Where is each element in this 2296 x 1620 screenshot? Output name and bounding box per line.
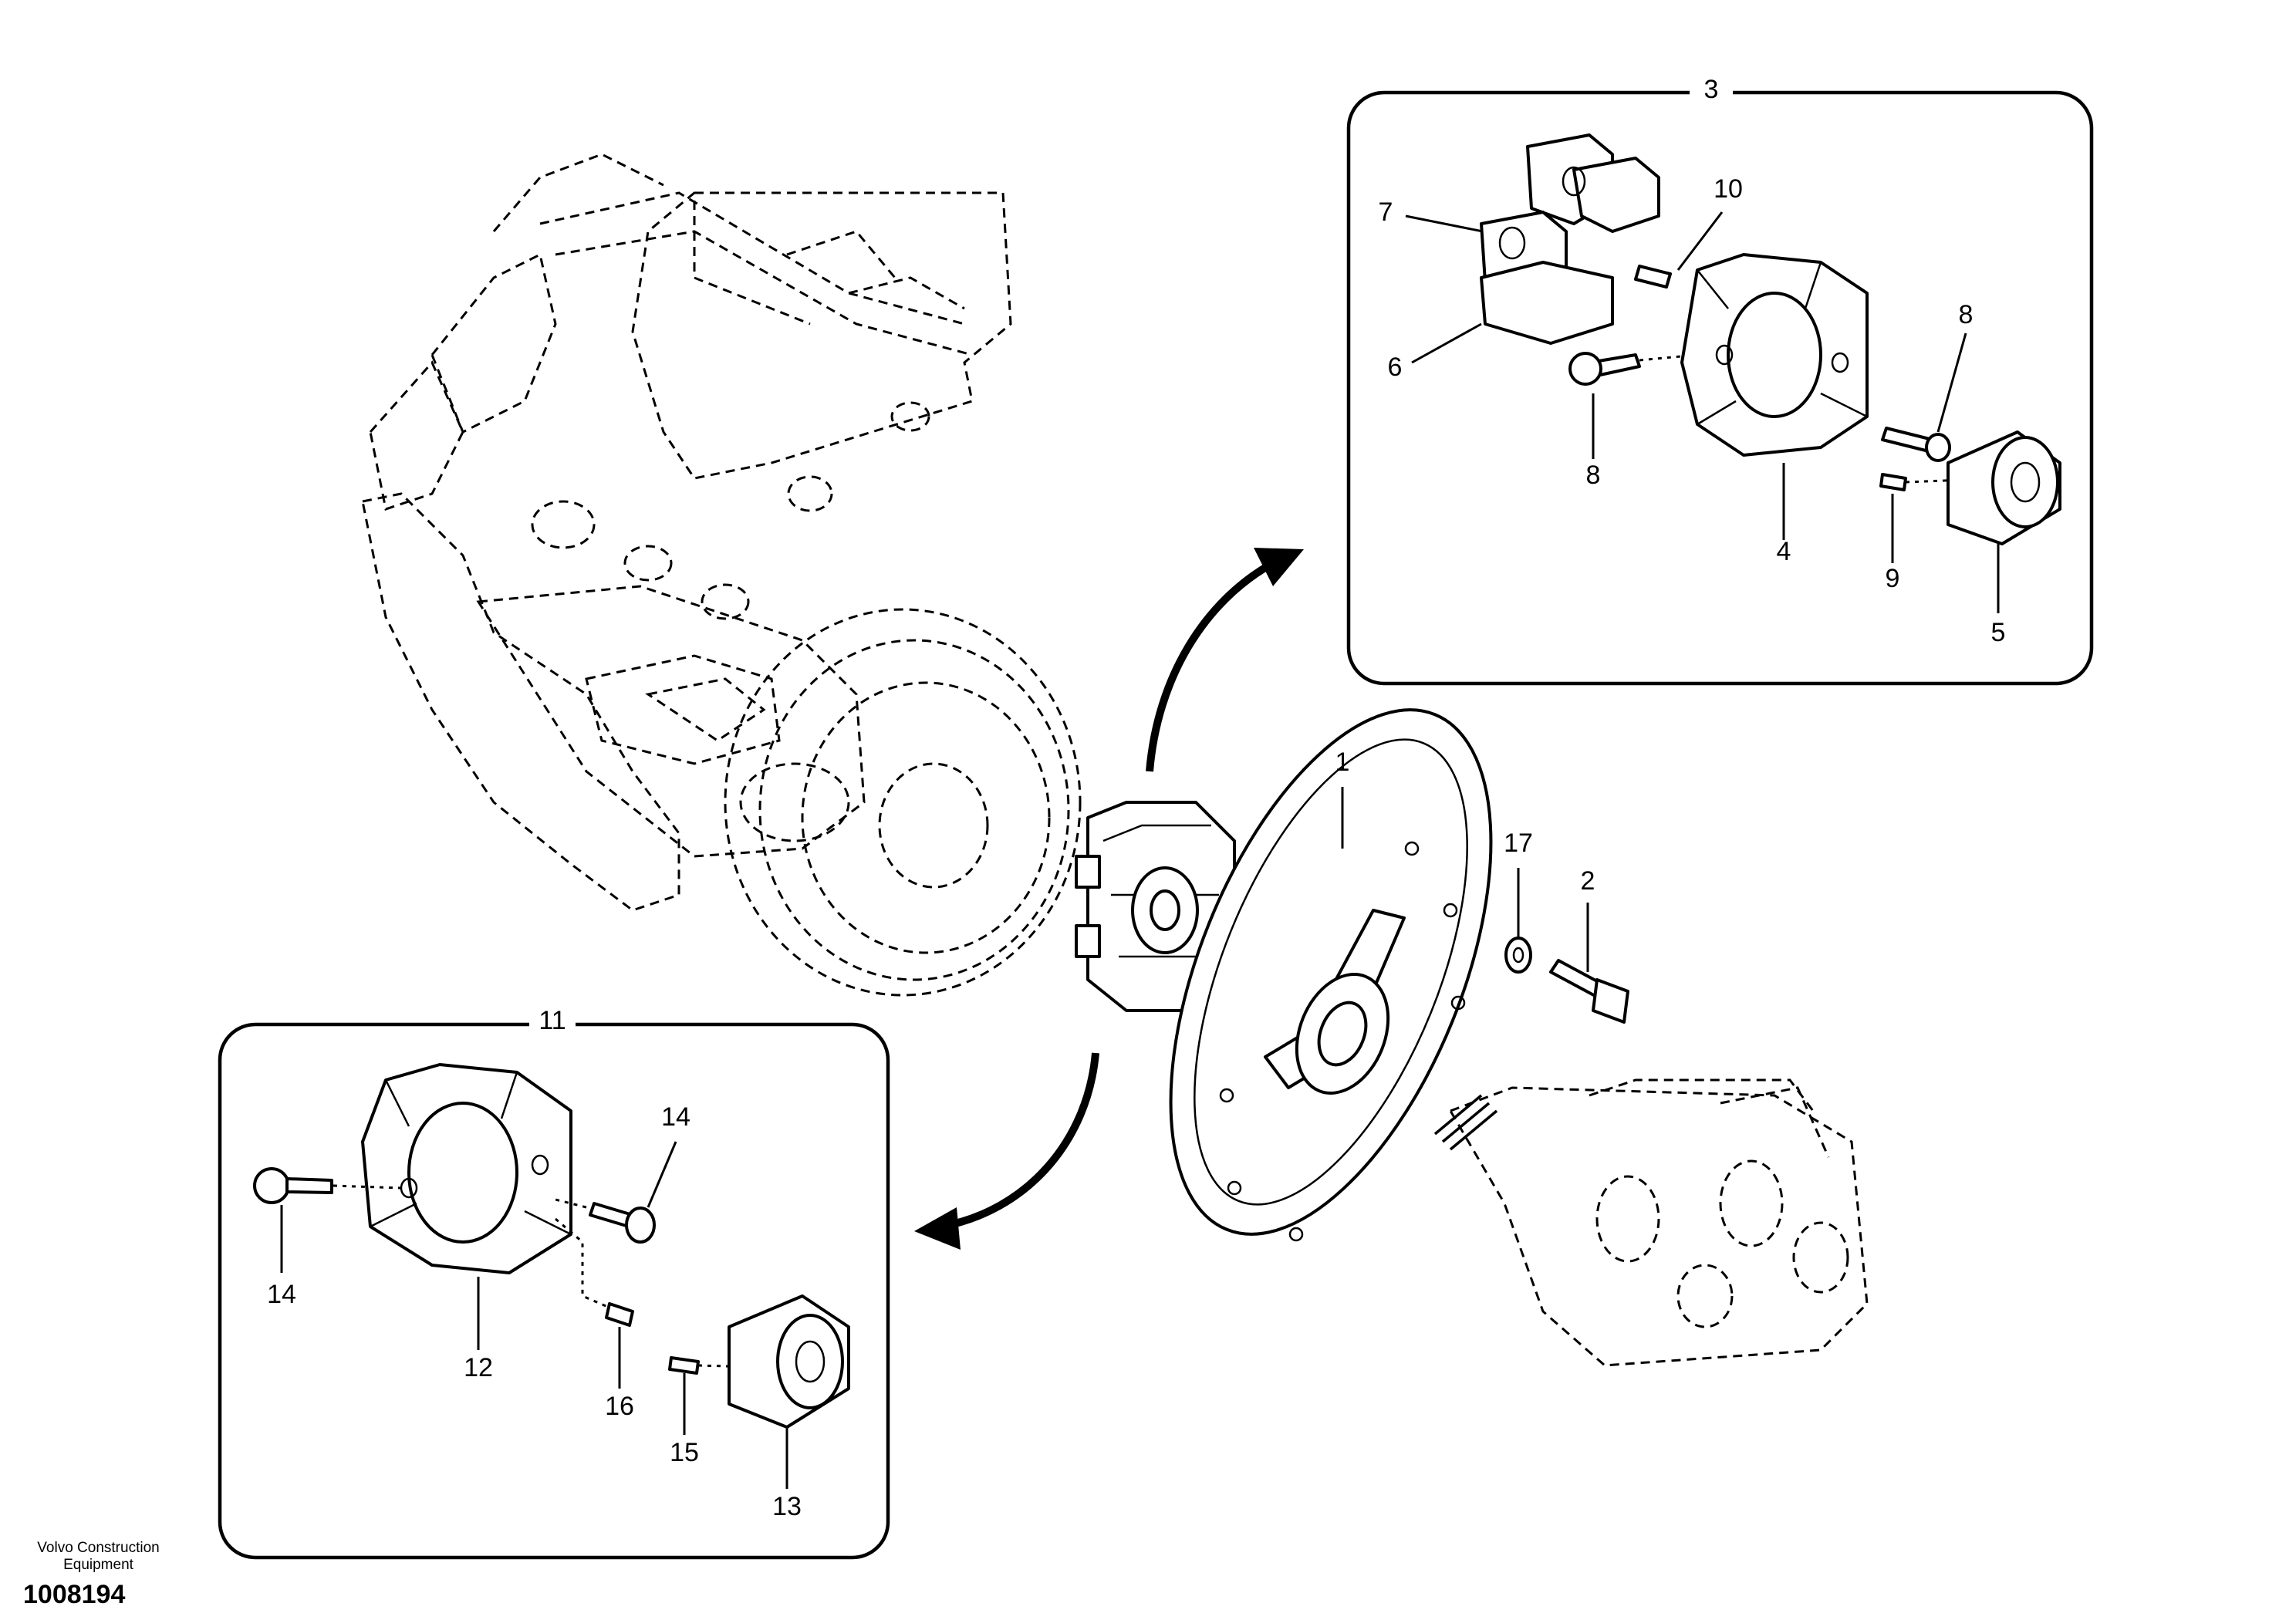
callout-5: 5 — [1991, 618, 2006, 647]
arrow-to-detail-3 — [1146, 548, 1304, 772]
detail-3-leaders — [1405, 211, 2000, 613]
flange-plate — [1169, 708, 1493, 1242]
callout-14-left: 14 — [267, 1280, 296, 1309]
bolt — [1549, 959, 1629, 1024]
company-name-line2: Equipment — [63, 1557, 133, 1573]
callout-10: 10 — [1714, 174, 1743, 204]
detail-11-leaders — [280, 1141, 788, 1489]
detail-3-parts — [1480, 133, 2061, 545]
arrow-to-detail-11 — [914, 1052, 1099, 1250]
callout-8-upper: 8 — [1959, 300, 1974, 329]
callout-2: 2 — [1581, 866, 1595, 896]
callout-1: 1 — [1335, 748, 1350, 777]
callout-12: 12 — [464, 1353, 493, 1382]
callout-11: 11 — [539, 1006, 566, 1035]
engine-outline — [361, 153, 1082, 997]
callout-3: 3 — [1704, 75, 1719, 104]
company-name-line1: Volvo Construction — [37, 1540, 160, 1556]
detail-11-parts — [253, 1063, 850, 1429]
callout-4: 4 — [1777, 537, 1791, 566]
callout-17: 17 — [1504, 829, 1533, 858]
callout-13: 13 — [772, 1492, 802, 1521]
callout-7: 7 — [1379, 197, 1393, 227]
callout-16: 16 — [605, 1392, 634, 1421]
main-leaders — [1341, 787, 1589, 972]
callout-6: 6 — [1388, 353, 1403, 382]
washer — [1504, 937, 1532, 974]
hydraulic-pump-outline — [1433, 1078, 1869, 1367]
callout-8-lower: 8 — [1586, 461, 1601, 490]
callout-labels: 1 2 3 4 5 6 7 8 8 9 10 11 12 13 14 14 15… — [267, 75, 2005, 1521]
callout-14-right: 14 — [661, 1102, 690, 1132]
callout-15: 15 — [670, 1438, 699, 1467]
company-name: Volvo Construction Equipment — [15, 1540, 181, 1574]
document-number: 1008194 — [23, 1580, 126, 1609]
callout-9: 9 — [1886, 564, 1900, 593]
